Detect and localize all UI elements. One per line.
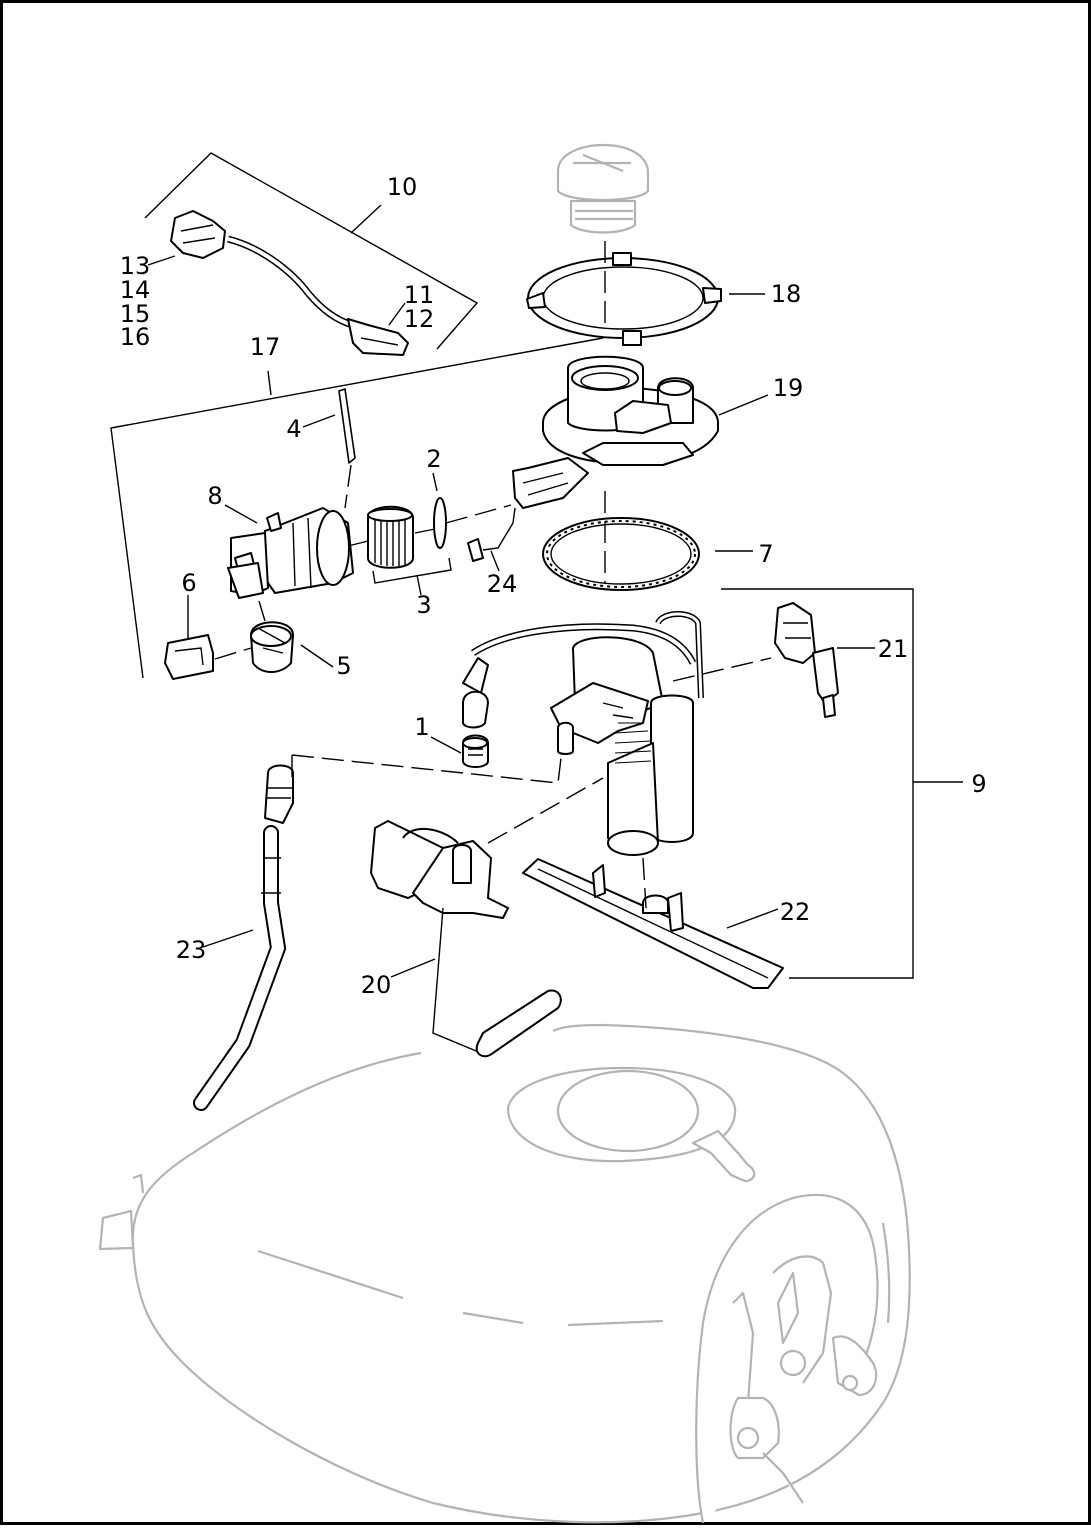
callout-9: 9 xyxy=(971,770,986,798)
callout-3: 3 xyxy=(416,591,431,619)
callout-21: 21 xyxy=(878,635,909,663)
callout-6: 6 xyxy=(181,569,196,597)
callout-22: 22 xyxy=(780,898,811,926)
callout-11: 11 xyxy=(404,281,435,309)
callout-16: 16 xyxy=(120,323,151,351)
check-valve xyxy=(250,621,294,673)
fuel-tank-ghost xyxy=(98,1023,911,1524)
callout-8: 8 xyxy=(207,482,222,510)
callout-23: 23 xyxy=(176,936,207,964)
callout-5: 5 xyxy=(336,652,351,680)
retaining-ring xyxy=(526,252,722,346)
callout-10: 10 xyxy=(387,173,418,201)
callout-14: 14 xyxy=(120,276,151,304)
fuel-pump-module xyxy=(462,611,704,856)
hose-clip xyxy=(164,634,214,680)
callout-17: 17 xyxy=(250,333,281,361)
small-o-ring xyxy=(433,497,447,549)
exploded-parts-diagram: 10 13 14 15 16 11 12 17 18 19 4 2 8 7 6 … xyxy=(98,143,987,1524)
pump-flange xyxy=(542,355,719,466)
pump-connector xyxy=(774,602,839,718)
callout-4: 4 xyxy=(286,415,301,443)
fuel-filter xyxy=(367,505,452,584)
fuel-fitting xyxy=(462,734,489,768)
fuel-hose xyxy=(193,764,294,1111)
bracket-17 xyxy=(110,337,604,679)
leader-lines xyxy=(147,204,963,979)
callout-2: 2 xyxy=(426,445,441,473)
sensor-clip xyxy=(467,507,516,562)
callout-13: 13 xyxy=(120,252,151,280)
callout-18: 18 xyxy=(771,280,802,308)
callout-1: 1 xyxy=(414,713,429,741)
callout-12: 12 xyxy=(404,305,435,333)
callout-20: 20 xyxy=(361,971,392,999)
flange-hose xyxy=(512,457,589,509)
retaining-clip xyxy=(338,388,356,464)
callout-15: 15 xyxy=(120,300,151,328)
callout-labels: 10 13 14 15 16 11 12 17 18 19 4 2 8 7 6 … xyxy=(120,173,987,999)
callout-24: 24 xyxy=(487,570,518,598)
callout-19: 19 xyxy=(773,374,804,402)
pump-base-plate xyxy=(522,858,784,989)
assembly-lines xyxy=(214,241,772,909)
callout-7: 7 xyxy=(758,540,773,568)
filter-housing xyxy=(227,507,354,599)
fuel-cap-ghost xyxy=(556,143,650,234)
wiring-harness xyxy=(144,152,479,356)
o-ring-seal xyxy=(542,517,700,591)
fuel-level-sender xyxy=(370,820,562,1058)
